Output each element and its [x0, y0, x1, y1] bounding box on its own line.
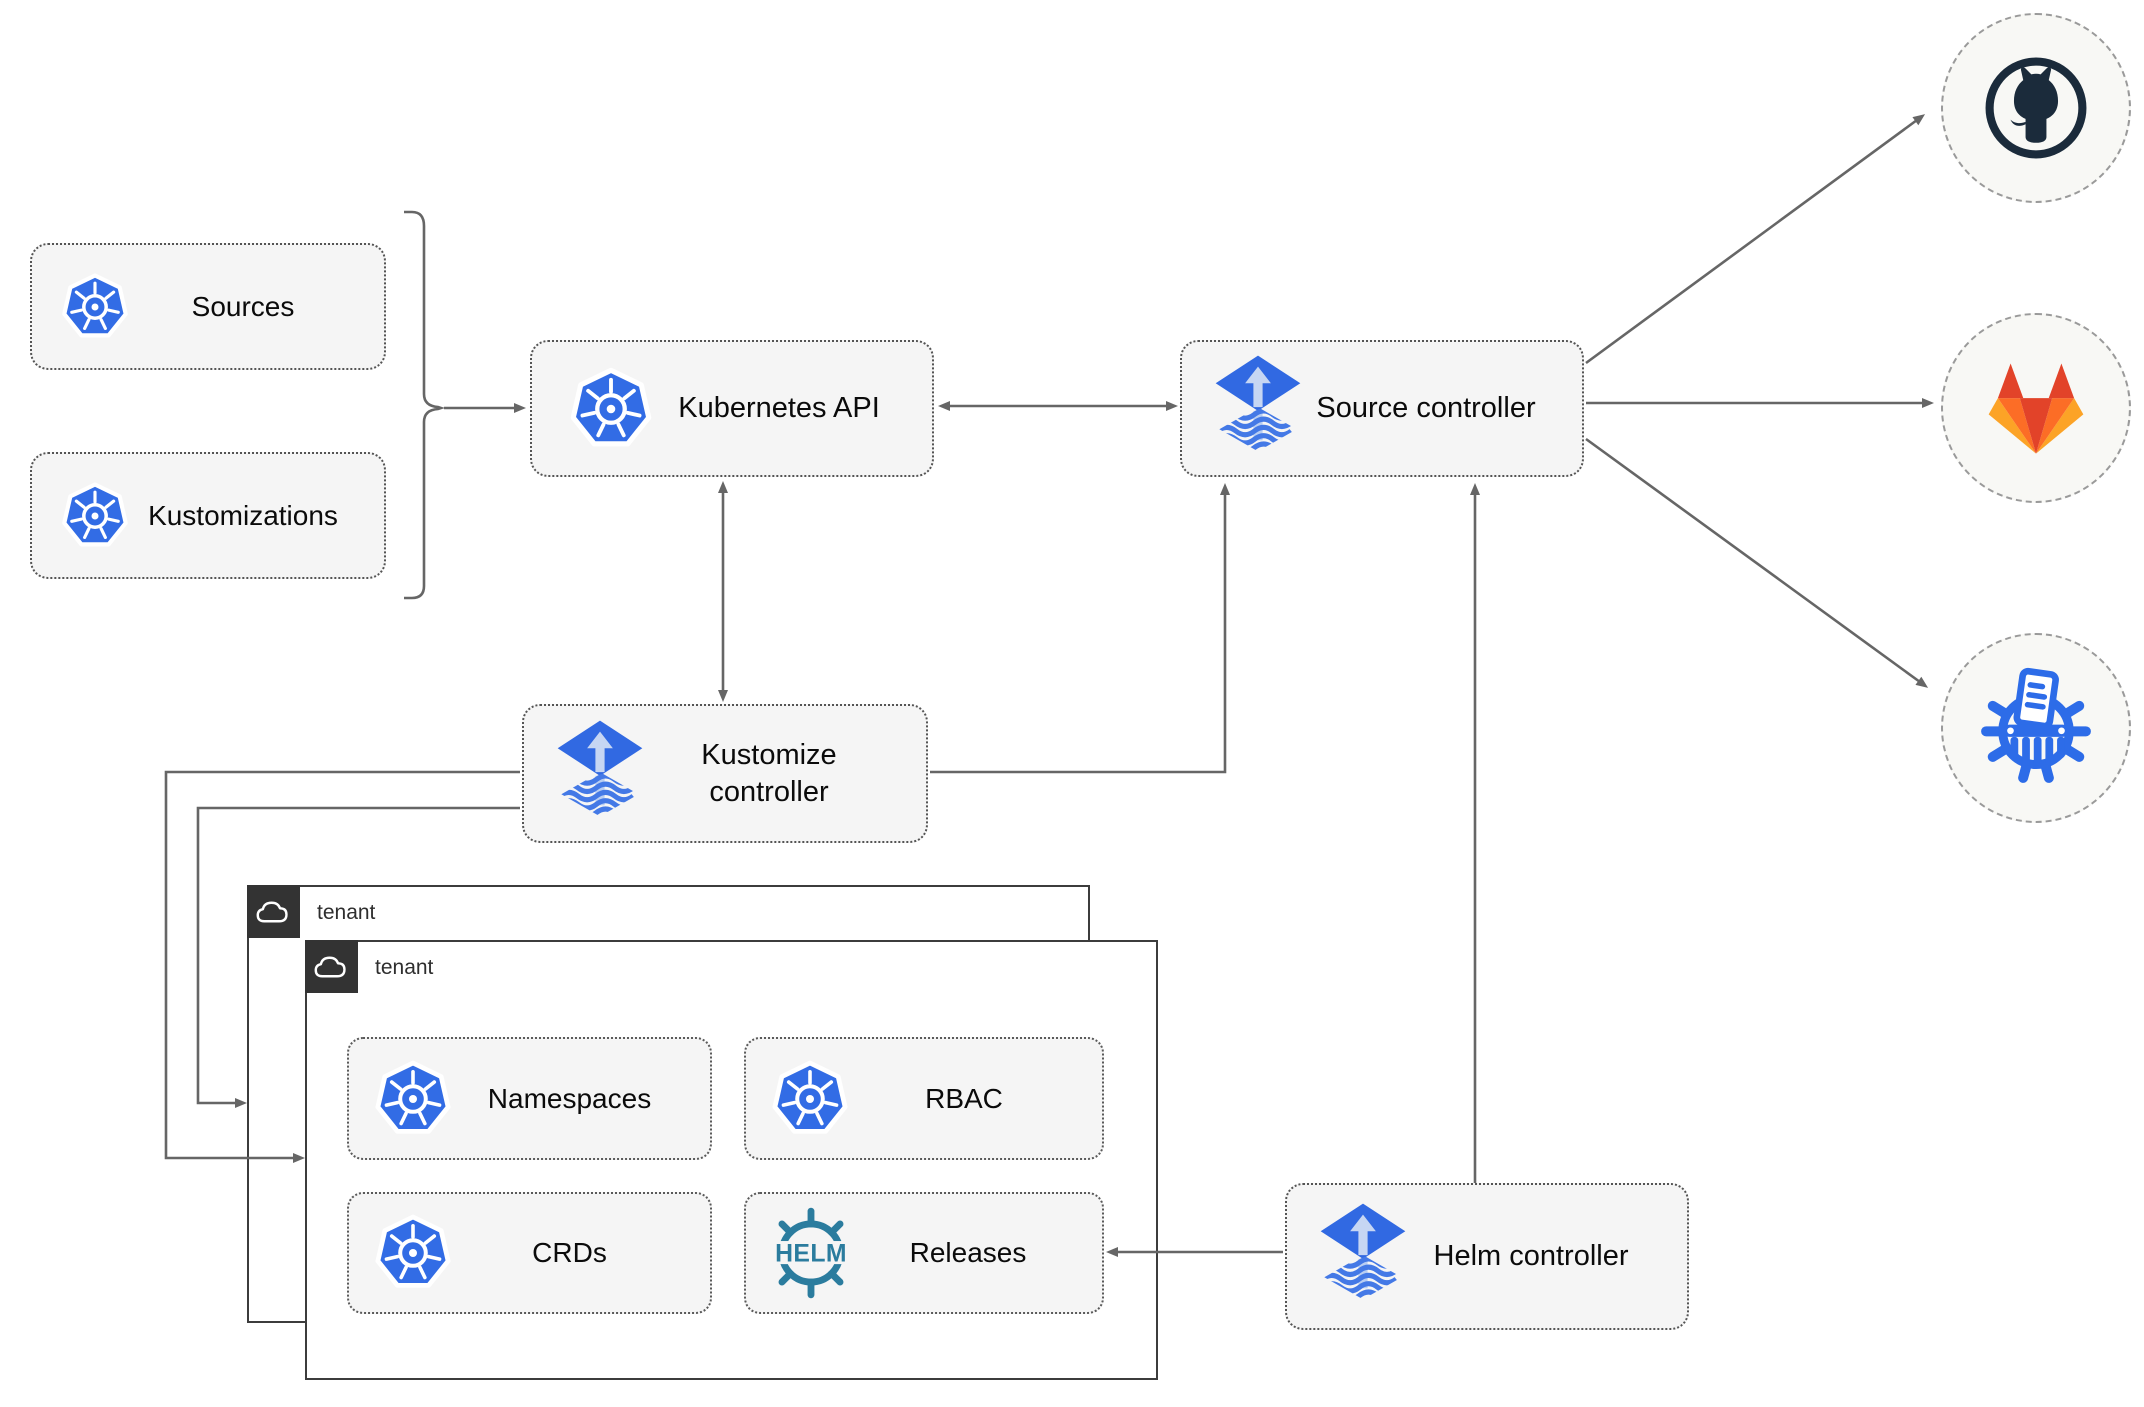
- edge-kustomize-source: [930, 483, 1230, 774]
- kubernetes-icon: [60, 272, 130, 342]
- flux-icon: [1317, 1201, 1409, 1313]
- item-releases: HELM Releases: [744, 1192, 1104, 1314]
- edge-source-github: [1585, 114, 1926, 365]
- helm-logo-text: HELM: [775, 1241, 847, 1268]
- kubernetes-icon: [770, 1059, 850, 1139]
- node-sources: Sources: [30, 243, 386, 370]
- item-label: RBAC: [925, 1082, 1003, 1114]
- item-namespaces: Namespaces: [347, 1037, 712, 1160]
- node-label: Kustomizations: [148, 500, 338, 531]
- node-kustomizations: Kustomizations: [30, 452, 386, 579]
- tenant-label: tenant: [317, 901, 376, 924]
- remote-github: [1941, 13, 2131, 203]
- node-label: Kustomize controller: [701, 739, 837, 808]
- item-crds: CRDs: [347, 1192, 712, 1314]
- node-label: Source controller: [1316, 392, 1536, 425]
- remote-harbor: [1941, 633, 2131, 823]
- gitlab-icon: [1988, 363, 2084, 454]
- cloud-icon: [256, 901, 288, 922]
- kubernetes-icon: [373, 1213, 453, 1293]
- node-label: Helm controller: [1433, 1240, 1629, 1273]
- kubernetes-icon: [373, 1059, 453, 1139]
- item-label: Namespaces: [487, 1082, 652, 1114]
- helm-icon: HELM: [764, 1206, 858, 1300]
- cloud-icon: [314, 956, 346, 977]
- kubernetes-icon: [568, 366, 654, 452]
- flux-icon: [554, 718, 646, 830]
- brace: [404, 210, 446, 600]
- item-label: Releases: [909, 1237, 1027, 1268]
- node-helm-controller: Helm controller: [1285, 1183, 1689, 1330]
- tenant-box-front: tenant Namespaces RBAC CRDs: [305, 940, 1158, 1380]
- node-label: Kubernetes API: [678, 392, 880, 425]
- item-rbac: RBAC: [744, 1037, 1104, 1160]
- tenant-label: tenant: [375, 956, 434, 979]
- remote-gitlab: [1941, 313, 2131, 503]
- item-label: CRDs: [532, 1237, 607, 1268]
- tenant-badge: [247, 885, 300, 938]
- kubernetes-icon: [60, 481, 130, 551]
- node-kustomize-controller: Kustomize controller: [522, 704, 928, 843]
- edge-source-harbor: [1585, 437, 1929, 688]
- tenant-badge: [305, 940, 358, 993]
- flux-icon: [1212, 353, 1304, 465]
- node-kubernetes-api: Kubernetes API: [530, 340, 934, 477]
- node-source-controller: Source controller: [1180, 340, 1584, 477]
- harbor-icon: [1975, 667, 2097, 789]
- github-icon: [1978, 50, 2094, 166]
- node-label: Sources: [191, 291, 295, 322]
